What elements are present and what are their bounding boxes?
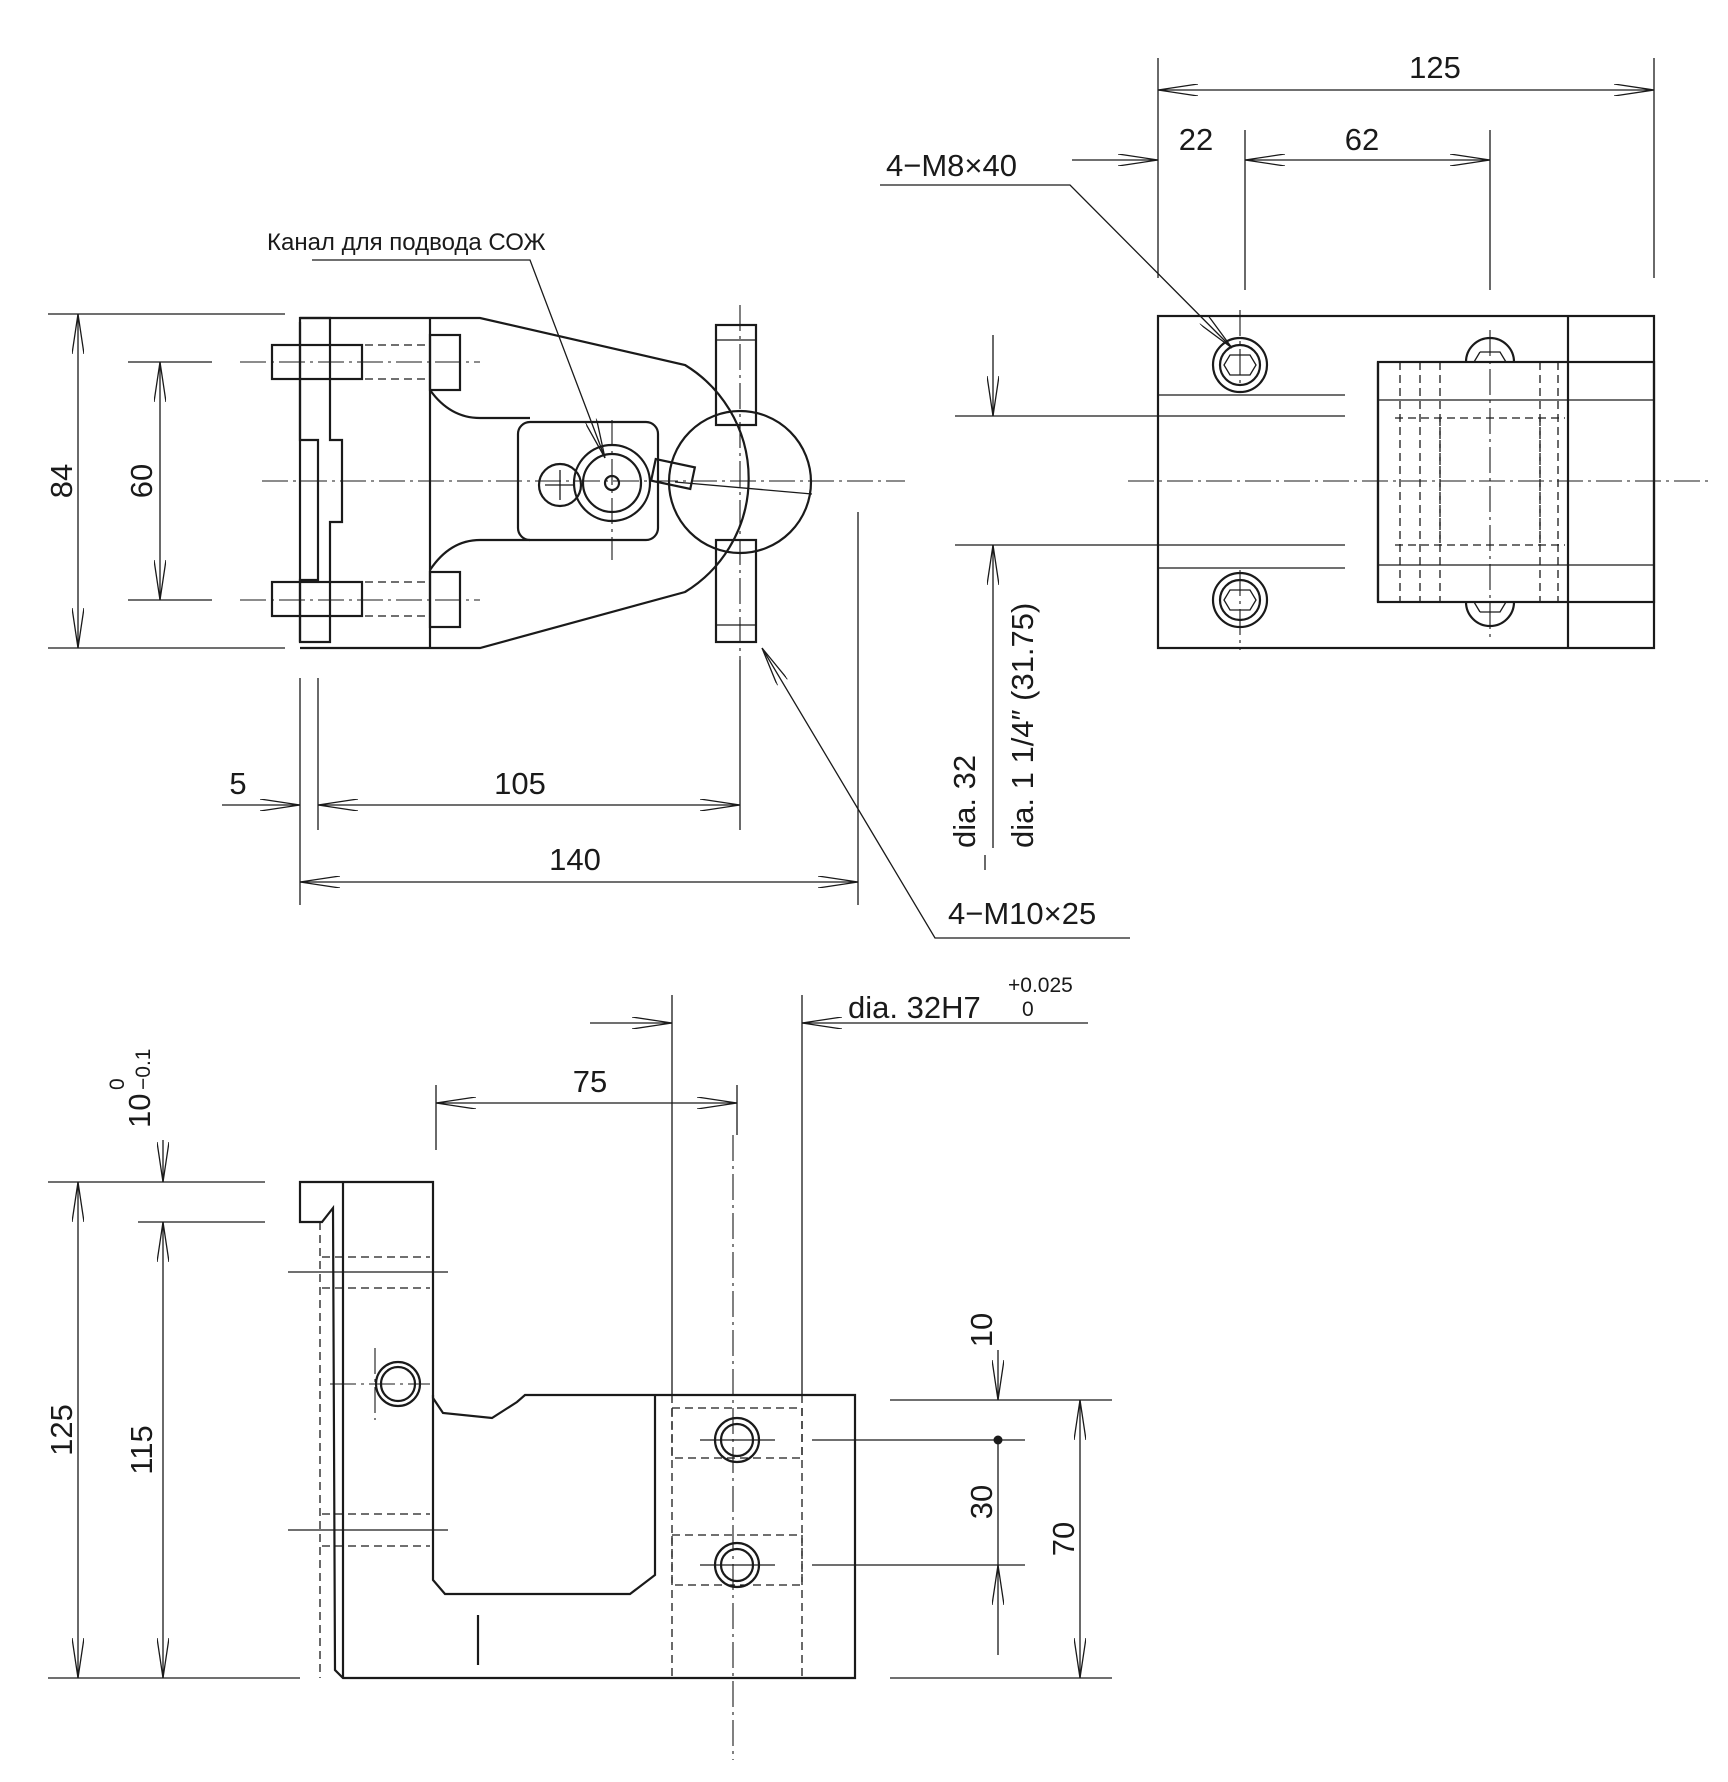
dim-75: 75	[573, 1064, 607, 1099]
dim-dia-32h7-lower: 0	[1022, 998, 1034, 1021]
dim-10-tol-lower: −0.1	[132, 1049, 155, 1090]
dim-22: 22	[1179, 122, 1213, 157]
dim-115: 115	[124, 1425, 159, 1474]
front-view: 75 10 0 −0.1 125 115 10 30 70 dia. 32H7 …	[44, 974, 1112, 1760]
thread-note-m10: 4−M10×25	[948, 896, 1096, 931]
dim-dia-32: dia. 32	[947, 755, 982, 848]
dim-70: 70	[1046, 1522, 1081, 1556]
coolant-channel-note: Канал для подвода СОЖ	[267, 229, 546, 256]
dim-125-side: 125	[1409, 50, 1461, 85]
dim-dia-32h7-upper: +0.025	[1008, 974, 1073, 997]
dim-10-tol-main: 10	[122, 1094, 157, 1128]
dim-125-front: 125	[44, 1404, 79, 1456]
dim-10-tol-upper: 0	[106, 1078, 129, 1090]
dim-dia-1-1-4: dia. 1 1/4″ (31.75)	[1005, 603, 1040, 848]
dim-5: 5	[229, 766, 246, 801]
dim-84: 84	[44, 464, 79, 498]
dim-140: 140	[549, 842, 601, 877]
side-view: 125 22 62 4−M8×40 dia. 32 dia. 1 1/4″ (3…	[880, 50, 1710, 870]
dim-62: 62	[1345, 122, 1379, 157]
dim-60: 60	[124, 464, 159, 498]
m8-bolt-holes	[1211, 336, 1516, 629]
dim-105: 105	[494, 766, 546, 801]
dim-dia-32h7: dia. 32H7	[848, 990, 981, 1025]
thread-note-m8: 4−M8×40	[886, 148, 1017, 183]
dim-10: 10	[964, 1313, 999, 1347]
dim-30: 30	[964, 1485, 999, 1519]
top-view: 84 60 5 105 140 Канал для подвода СОЖ 4−…	[44, 229, 1130, 939]
